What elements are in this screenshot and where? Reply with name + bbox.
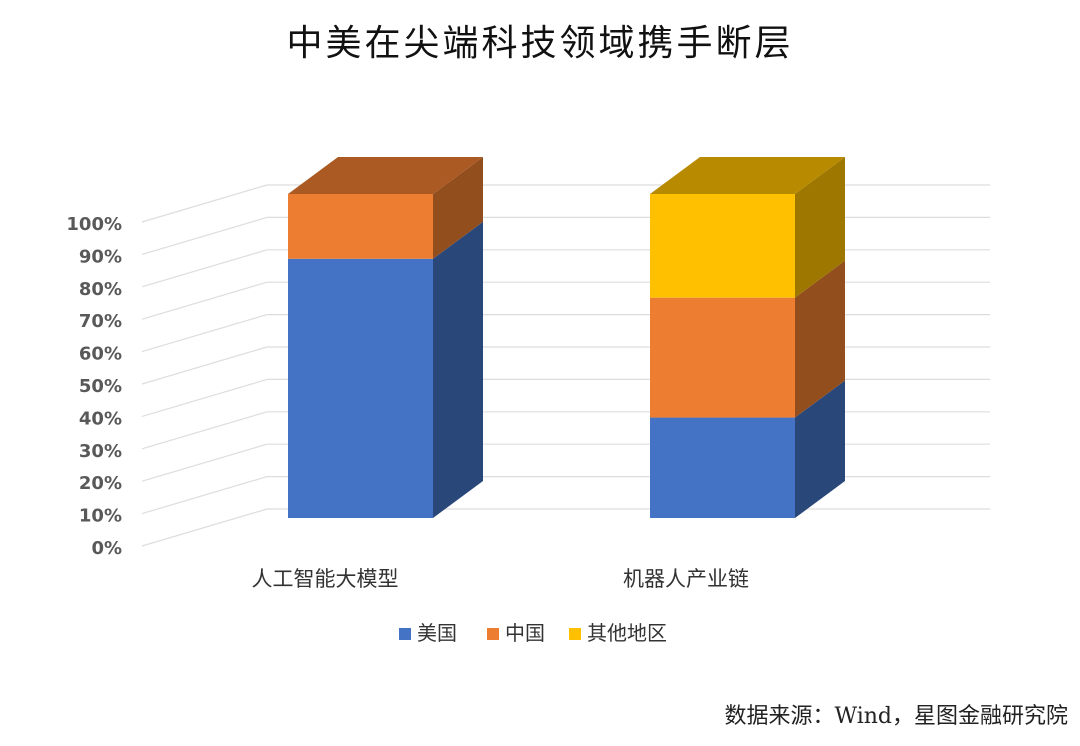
y-axis-ticks: 0% 10% 20% 30% 40% 50% 60% 70% 80% 90% 100%	[66, 214, 122, 559]
y-tick-label: 10%	[79, 506, 122, 527]
y-tick-label: 60%	[79, 344, 122, 365]
bar-segment	[650, 260, 845, 418]
bar-top-face	[650, 157, 845, 194]
y-tick-label: 70%	[79, 311, 122, 332]
legend-swatch	[399, 628, 411, 640]
gridline-wall	[141, 184, 268, 223]
gridline-wall	[141, 443, 268, 482]
gridline-wall	[141, 249, 268, 288]
gridline-wall	[141, 314, 268, 353]
legend: 美国 中国 其他地区	[399, 621, 667, 645]
legend-label: 美国	[417, 621, 457, 645]
bar-front-face	[288, 258, 433, 518]
gridline-wall	[141, 378, 268, 417]
bar-front-face	[650, 297, 795, 418]
bar-side-face	[795, 157, 845, 298]
gridline-wall	[141, 216, 268, 255]
bar-segment	[650, 157, 845, 298]
bar-side-face	[795, 380, 845, 518]
gridline-wall	[141, 476, 268, 515]
bars	[288, 157, 845, 519]
y-tick-label: 20%	[79, 473, 122, 494]
y-tick-label: 90%	[79, 246, 122, 267]
legend-swatch	[569, 628, 581, 640]
bar-segment	[288, 157, 483, 259]
y-tick-label: 40%	[79, 408, 122, 429]
source-note: 数据来源：Wind，星图金融研究院	[724, 704, 1068, 729]
legend-label: 中国	[505, 621, 545, 645]
bar-side-face	[433, 221, 483, 519]
legend-swatch	[487, 628, 499, 640]
bar-front-face	[650, 417, 795, 518]
chart-title: 中美在尖端科技领域携手断层	[286, 23, 794, 64]
y-tick-label: 50%	[79, 376, 122, 397]
bar-front-face	[288, 194, 433, 259]
x-axis-labels: 人工智能大模型 机器人产业链	[252, 567, 750, 591]
bar-top-face	[288, 157, 483, 194]
x-category-label: 机器人产业链	[623, 567, 749, 591]
y-tick-label: 80%	[79, 279, 122, 300]
legend-label: 其他地区	[587, 621, 667, 645]
bar-segment	[288, 221, 483, 519]
bar-side-face	[433, 157, 483, 259]
bar-front-face	[650, 194, 795, 298]
gridlines	[141, 184, 990, 547]
y-tick-label: 100%	[66, 214, 122, 235]
y-tick-label: 30%	[79, 441, 122, 462]
x-category-label: 人工智能大模型	[252, 567, 399, 591]
gridline-wall	[141, 411, 268, 450]
bar-segment	[650, 380, 845, 518]
gridline-wall	[141, 508, 268, 547]
bar-side-face	[795, 260, 845, 418]
gridline-wall	[141, 281, 268, 320]
y-tick-label: 0%	[91, 538, 122, 559]
gridline-wall	[141, 346, 268, 385]
